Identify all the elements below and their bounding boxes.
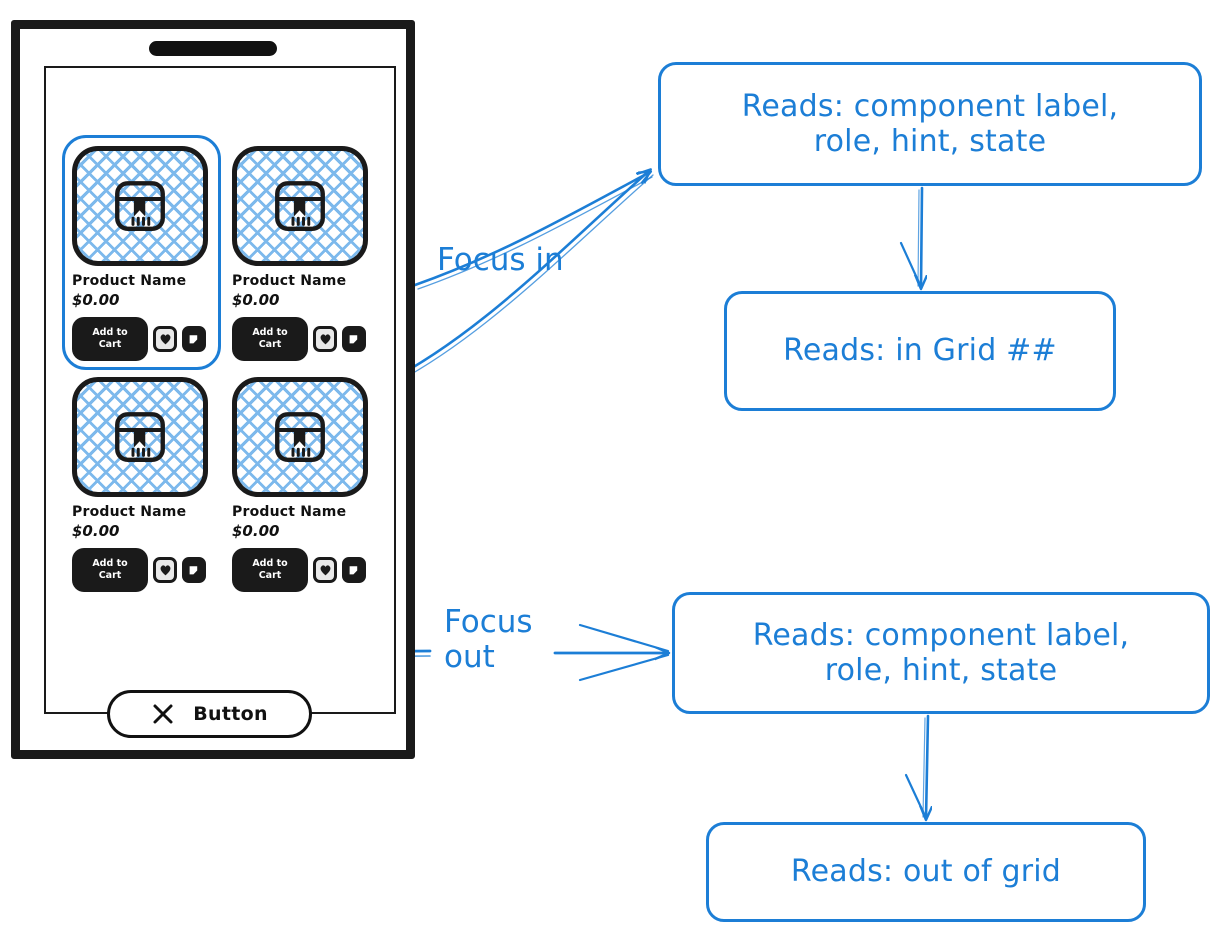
package-box-icon [115, 181, 165, 231]
note-focus-out-secondary: Reads: out of grid [706, 822, 1146, 922]
product-name: Product Name [72, 273, 187, 289]
phone-frame: Product Name $0.00 Add to Cart [11, 20, 415, 759]
favorite-heart-icon[interactable] [313, 326, 337, 352]
card-actions: Add to Cart [232, 548, 370, 592]
add-to-cart-button[interactable]: Add to Cart [232, 317, 308, 361]
product-price: $0.00 [232, 522, 280, 540]
product-price: $0.00 [232, 291, 280, 309]
product-price: $0.00 [72, 522, 120, 540]
product-price: $0.00 [72, 291, 120, 309]
share-icon-button[interactable] [342, 557, 366, 583]
product-card[interactable]: Product Name $0.00 Add to Cart [62, 135, 221, 370]
note-focus-out-primary-text: Reads: component label, role, hint, stat… [752, 617, 1130, 688]
add-to-cart-button[interactable]: Add to Cart [232, 548, 308, 592]
product-name: Product Name [72, 504, 187, 520]
product-name: Product Name [232, 273, 347, 289]
note-focus-in-primary-text: Reads: component label, role, hint, stat… [741, 88, 1119, 159]
product-card[interactable]: Product Name $0.00 Add to Cart [68, 371, 214, 596]
favorite-heart-icon[interactable] [153, 326, 177, 352]
note-focus-in-secondary-text: Reads: in Grid ## [783, 333, 1057, 369]
phone-screen: Product Name $0.00 Add to Cart [44, 66, 396, 738]
share-icon-button[interactable] [342, 326, 366, 352]
edge-label-focus-out: Focus out [444, 604, 533, 675]
phone-bottom-button[interactable]: Button [107, 690, 312, 738]
add-to-cart-button[interactable]: Add to Cart [72, 317, 148, 361]
product-name: Product Name [232, 504, 347, 520]
share-icon-button[interactable] [182, 557, 206, 583]
favorite-heart-icon[interactable] [313, 557, 337, 583]
arrow-in-grid [899, 186, 922, 288]
note-focus-in-primary: Reads: component label, role, hint, stat… [658, 62, 1202, 186]
share-icon [349, 335, 357, 344]
package-box-icon [115, 412, 165, 462]
card-actions: Add to Cart [72, 317, 210, 361]
product-image [232, 377, 368, 497]
product-image [72, 377, 208, 497]
share-icon [189, 566, 197, 575]
product-card[interactable]: Product Name $0.00 Add to Cart [228, 140, 374, 365]
card-actions: Add to Cart [232, 317, 370, 361]
edge-label-focus-in: Focus in [437, 242, 564, 278]
product-image [72, 146, 208, 266]
heart-icon [320, 565, 330, 576]
note-focus-in-secondary: Reads: in Grid ## [724, 291, 1116, 411]
share-icon [189, 335, 197, 344]
phone-bottom-button-label: Button [193, 703, 268, 725]
heart-icon [160, 565, 170, 576]
share-icon-button[interactable] [182, 326, 206, 352]
card-actions: Add to Cart [72, 548, 210, 592]
favorite-heart-icon[interactable] [153, 557, 177, 583]
note-focus-out-primary: Reads: component label, role, hint, stat… [672, 592, 1210, 714]
product-image [232, 146, 368, 266]
arrow-out-of-grid [904, 714, 928, 819]
heart-icon [320, 334, 330, 345]
product-grid: Product Name $0.00 Add to Cart [62, 135, 374, 596]
heart-icon [160, 334, 170, 345]
product-card[interactable]: Product Name $0.00 Add to Cart [228, 371, 374, 596]
note-focus-out-secondary-text: Reads: out of grid [790, 854, 1062, 890]
package-box-icon [275, 412, 325, 462]
x-close-icon [153, 704, 173, 724]
package-box-icon [275, 181, 325, 231]
share-icon [349, 566, 357, 575]
add-to-cart-button[interactable]: Add to Cart [72, 548, 148, 592]
phone-notch-icon [149, 41, 277, 56]
